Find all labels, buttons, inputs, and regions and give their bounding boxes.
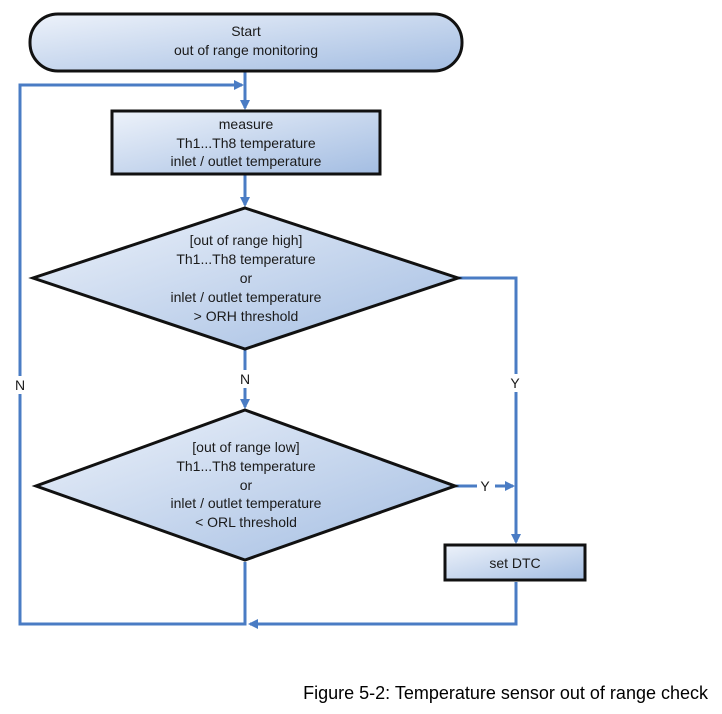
edge-label-high-yes: Y <box>510 375 520 391</box>
set-dtc-node: set DTC <box>443 543 587 582</box>
edge-label-loop-no: N <box>15 377 25 393</box>
decision-high-line-5: > ORH threshold <box>194 308 299 324</box>
decision-low-line-5: < ORL threshold <box>195 514 297 530</box>
figure-caption: Figure 5-2: Temperature sensor out of ra… <box>303 683 709 703</box>
edge-high-yes-to-dtc <box>458 276 521 544</box>
edge-label-low-yes: Y <box>480 478 490 494</box>
measure-label-line-1: measure <box>219 116 274 132</box>
measure-label-line-2: Th1...Th8 temperature <box>176 135 316 151</box>
decision-high-line-1: [out of range high] <box>190 232 303 248</box>
start-label-line-2: out of range monitoring <box>174 42 318 58</box>
decision-high-node: [out of range high] Th1...Th8 temperatur… <box>28 206 463 351</box>
start-label-line-1: Start <box>231 23 261 39</box>
edge-low-no-to-merge <box>18 80 247 626</box>
decision-low-line-3: or <box>240 477 253 493</box>
decision-high-line-3: or <box>240 270 253 286</box>
measure-node: measure Th1...Th8 temperature inlet / ou… <box>110 109 382 176</box>
decision-low-node: [out of range low] Th1...Th8 temperature… <box>31 408 460 562</box>
decision-high-line-2: Th1...Th8 temperature <box>176 251 316 267</box>
set-dtc-label: set DTC <box>489 555 540 571</box>
edge-label-high-no: N <box>240 371 250 387</box>
start-node: Start out of range monitoring <box>28 12 464 73</box>
measure-label-line-3: inlet / outlet temperature <box>171 153 322 169</box>
decision-low-line-4: inlet / outlet temperature <box>171 495 322 511</box>
decision-low-line-1: [out of range low] <box>192 439 299 455</box>
edge-dtc-to-merge <box>248 582 518 629</box>
decision-low-line-2: Th1...Th8 temperature <box>176 458 316 474</box>
edge-labels: N Y Y N <box>11 370 525 495</box>
decision-high-line-4: inlet / outlet temperature <box>171 289 322 305</box>
